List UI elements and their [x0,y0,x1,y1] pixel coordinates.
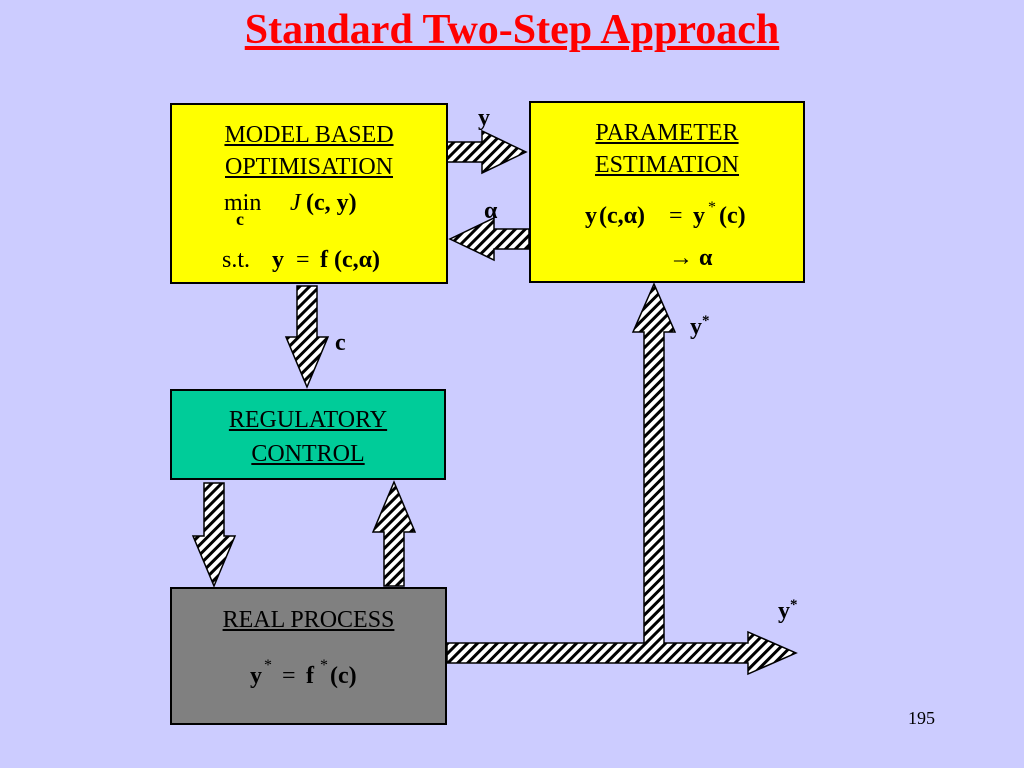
page-number: 195 [908,708,935,728]
model-constraint-f: f [320,247,328,273]
parameter-estimation-box: PARAMETER ESTIMATION y (c,α) = y * (c) →… [529,101,805,283]
estimation-eq-rhs-args: (c) [719,203,746,229]
model-constraint-eq: = [296,247,310,273]
model-min-variable: c [236,209,244,229]
model-min-operator: min [224,190,262,216]
process-eq-rhs-args: (c) [330,663,357,689]
estimation-eq-rhs-y: y [693,203,705,229]
model-constraint-lhs: y [272,247,284,273]
arrow-regulatory-to-process [191,482,237,588]
label-ystar-mid: y* [690,314,710,341]
model-box-title-line2: OPTIMISATION [225,154,393,180]
label-ystar-mid-y: y [690,314,702,340]
estimation-box-title-line2: ESTIMATION [595,152,739,178]
arrow-c-down [284,285,330,389]
arrow-alpha-to-model [448,216,530,262]
estimation-result-arrow: → [669,245,693,271]
model-st-label: s.t. [222,247,251,273]
model-objective-args: (c, y) [306,190,357,216]
label-ystar-right-y: y [778,598,790,624]
label-ystar-right-star: * [790,597,798,613]
process-box-title: REAL PROCESS [222,607,395,633]
arrow-process-to-regulatory [371,480,417,587]
process-eq-rhs-star: * [320,657,328,674]
process-eq-lhs-y: y [250,663,262,689]
estimation-eq-lhs-args: (c,α) [599,203,646,229]
estimation-eq-lhs-y: y [585,203,597,229]
model-box-title-line1: MODEL BASED [224,122,394,148]
regulatory-box-title-line1: REGULATORY [228,407,388,433]
estimation-result-alpha: α [699,245,713,271]
model-objective-j: J [290,190,301,216]
arrow-y-to-estimation [446,129,528,175]
real-process-box: REAL PROCESS y * = f * (c) [170,587,447,725]
process-eq-equals: = [282,663,296,689]
estimation-eq-equals: = [669,203,683,229]
arrow-ystar-output [446,282,798,676]
estimation-eq-rhs-star: * [708,199,716,216]
model-based-optimisation-box: MODEL BASED OPTIMISATION min c J (c, y) … [170,103,448,284]
slide-title: Standard Two-Step Approach [244,7,780,53]
label-c: c [335,330,346,356]
label-ystar-mid-star: * [702,313,710,329]
model-constraint-args: (c,α) [334,247,381,273]
regulatory-control-box: REGULATORY CONTROL [170,389,446,480]
regulatory-box-title-line2: CONTROL [251,441,365,467]
label-alpha: α [484,198,498,224]
process-eq-lhs-star: * [264,657,272,674]
label-ystar-right: y* [778,598,798,625]
estimation-box-title-line1: PARAMETER [595,120,739,146]
process-eq-rhs-f: f [306,663,314,689]
label-y-top: y [478,105,490,131]
